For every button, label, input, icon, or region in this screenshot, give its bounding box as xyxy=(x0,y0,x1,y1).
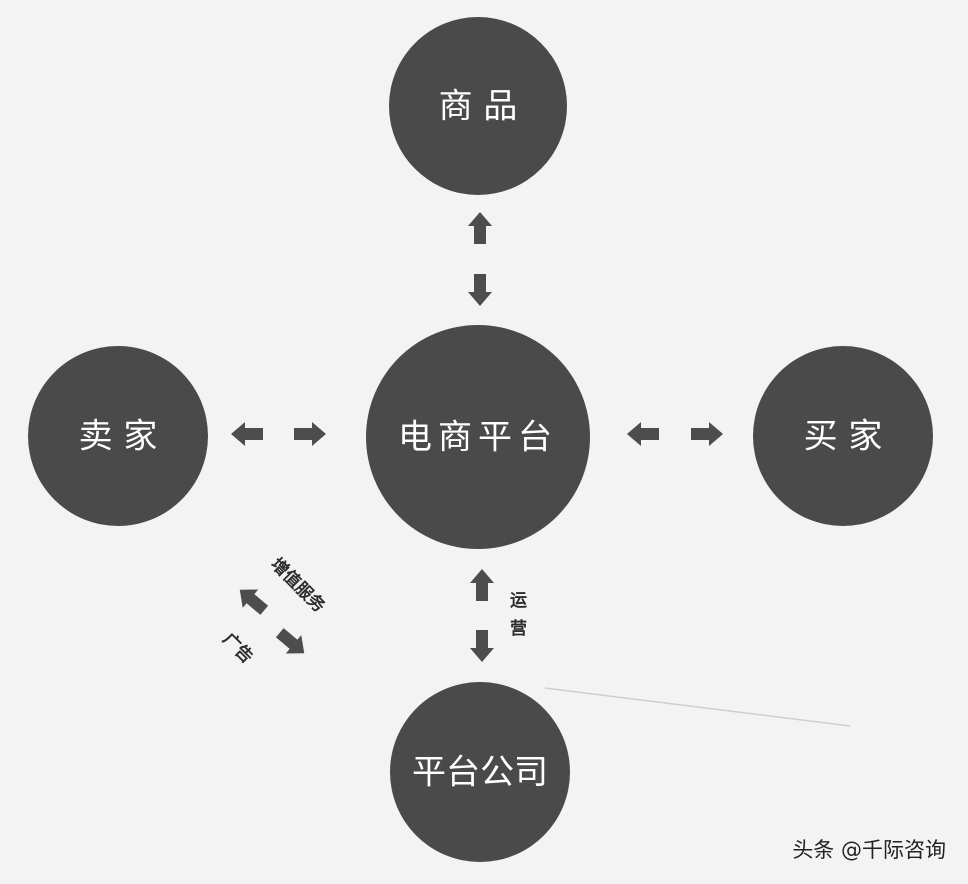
platform-circle xyxy=(366,325,590,549)
node-platform: 电商平台 xyxy=(366,325,590,549)
seller-label: 卖 家 xyxy=(79,417,158,457)
arrow-diag-to-seller xyxy=(232,580,272,620)
arrow-right-to-platform xyxy=(294,422,326,446)
arrow-down-to-platform xyxy=(468,274,492,306)
node-buyer: 买 家 xyxy=(753,346,933,526)
seller-circle xyxy=(28,346,208,526)
arrow-left-to-platform xyxy=(627,422,659,446)
platform-label: 电商平台 xyxy=(398,418,558,458)
value-added-label: 增值服务 xyxy=(266,554,330,618)
arrow-diag-to-company xyxy=(272,623,312,663)
company-label: 平台公司 xyxy=(412,753,548,793)
arrow-down-to-company xyxy=(470,630,494,662)
node-seller: 卖 家 xyxy=(28,346,208,526)
scan-line xyxy=(544,687,851,727)
arrow-left-to-seller xyxy=(231,422,263,446)
operation-label-1: 运 xyxy=(510,591,527,611)
arrow-up-to-goods xyxy=(468,212,492,244)
node-goods: 商 品 xyxy=(389,17,567,195)
buyer-circle xyxy=(753,346,933,526)
company-circle xyxy=(390,682,570,862)
buyer-label: 买 家 xyxy=(804,417,883,457)
goods-circle xyxy=(389,17,567,195)
node-company: 平台公司 xyxy=(390,682,570,862)
arrow-right-to-buyer xyxy=(691,422,723,446)
watermark-text: 头条 @千际咨询 xyxy=(792,838,946,862)
operation-label-2: 营 xyxy=(510,618,527,639)
goods-label: 商 品 xyxy=(439,87,518,127)
arrow-up-to-platform xyxy=(470,569,494,601)
advertising-label: 广告 xyxy=(218,629,257,668)
